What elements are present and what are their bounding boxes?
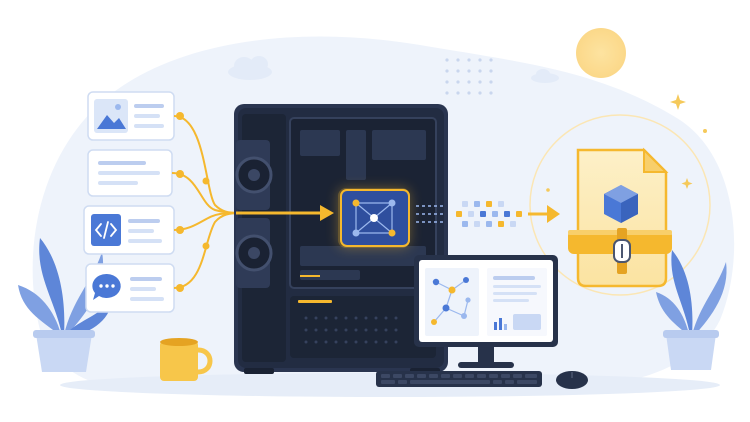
chat-bubble-icon xyxy=(92,273,121,300)
input-card-chat xyxy=(85,263,175,313)
cube-icon xyxy=(604,185,638,223)
sparkle-icon xyxy=(546,94,707,192)
plant-pot xyxy=(666,334,716,370)
fan-icon xyxy=(235,140,273,210)
neural-network-cube-icon xyxy=(338,188,410,248)
keyboard xyxy=(376,371,542,387)
network-graph-icon xyxy=(431,277,471,325)
plant-pot xyxy=(36,334,92,372)
text-lines-icon xyxy=(98,161,160,185)
coffee-mug xyxy=(160,338,213,381)
input-card-image xyxy=(87,91,175,141)
cloud-icon xyxy=(228,56,272,80)
fan-icon xyxy=(235,218,273,288)
zipped-file-icon xyxy=(568,147,672,288)
cloud-icon xyxy=(531,69,559,83)
output-data-stream xyxy=(416,201,560,227)
image-icon xyxy=(94,99,128,133)
connector-nodes xyxy=(176,112,210,292)
code-icon xyxy=(91,214,121,246)
sun-icon xyxy=(576,28,626,78)
mouse xyxy=(556,371,588,389)
dot-grid xyxy=(445,58,493,95)
monitor xyxy=(414,255,558,368)
zipper-icon xyxy=(613,228,631,274)
orbit-ring xyxy=(529,114,711,296)
input-card-text xyxy=(87,149,173,197)
input-arrow xyxy=(236,205,334,221)
right-plant xyxy=(656,250,727,370)
input-card-code xyxy=(83,205,175,255)
